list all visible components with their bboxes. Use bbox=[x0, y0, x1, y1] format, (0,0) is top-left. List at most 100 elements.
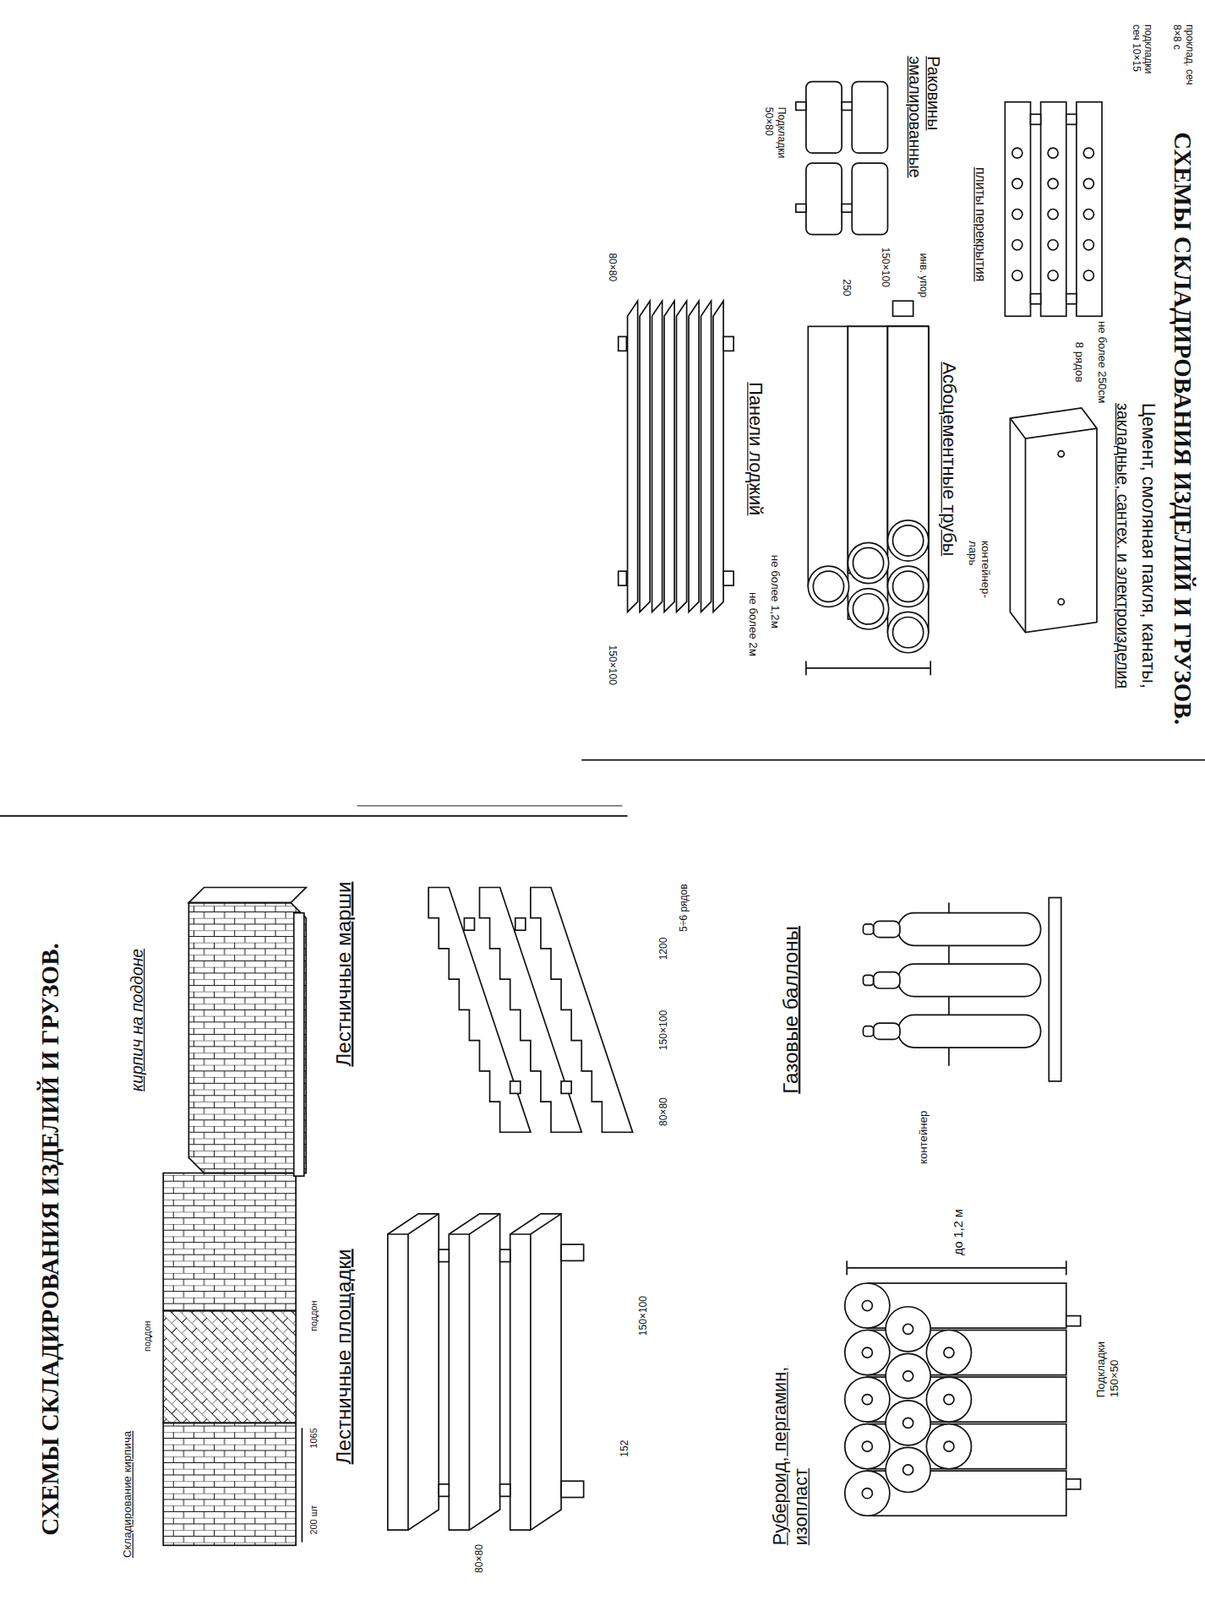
roll-stack bbox=[903, 1324, 914, 1335]
page-divider bbox=[581, 759, 1205, 762]
roll-stack bbox=[885, 1447, 931, 1493]
floor-slab bbox=[1012, 178, 1023, 189]
floor-slab bbox=[1076, 102, 1102, 317]
sink-stack bbox=[796, 203, 807, 213]
sink-stack bbox=[841, 203, 852, 213]
brick-stack bbox=[163, 1423, 296, 1546]
stair-landing bbox=[510, 1214, 562, 1531]
pipe-stack bbox=[806, 300, 931, 676]
brick-pallet bbox=[188, 903, 306, 1174]
sink-stack bbox=[841, 102, 852, 111]
roll-stack bbox=[845, 1424, 890, 1470]
stair-landing bbox=[500, 1484, 511, 1497]
pipe-stack bbox=[847, 326, 889, 573]
roll-stack bbox=[885, 1307, 931, 1353]
roll-stack bbox=[861, 1300, 873, 1311]
roll-stack bbox=[845, 1283, 890, 1329]
floor-slab bbox=[1083, 147, 1094, 159]
roll-stack bbox=[845, 1260, 1081, 1516]
floor-slab bbox=[1004, 102, 1031, 317]
section-heading: закладные, сантех. и электроизделия bbox=[1112, 403, 1132, 689]
brick-stack bbox=[163, 1173, 296, 1312]
loggia-panel bbox=[723, 571, 734, 586]
stair-flight bbox=[561, 1081, 572, 1094]
dimension-label: 8 рядов bbox=[1073, 342, 1086, 383]
roll-stack bbox=[1066, 1479, 1081, 1490]
dimension-label: не более 2м bbox=[746, 592, 759, 657]
page-divider bbox=[0, 760, 1205, 817]
sink-stack bbox=[806, 163, 842, 235]
pipe-stack bbox=[812, 571, 844, 602]
gas-cylinder bbox=[873, 972, 900, 989]
stair-landing bbox=[500, 1249, 511, 1262]
section-heading: Раковины эмалированные bbox=[905, 55, 943, 230]
pipe-stack bbox=[887, 326, 928, 587]
gas-cylinder bbox=[898, 964, 1042, 998]
loggia-panel bbox=[618, 571, 628, 586]
stair-landing bbox=[448, 1214, 500, 1531]
stair-flight bbox=[530, 887, 633, 1133]
stair-landing bbox=[510, 1214, 562, 1531]
roll-stack bbox=[845, 1377, 890, 1423]
sink-stack bbox=[851, 81, 888, 154]
dimension-label: 1200 bbox=[657, 937, 670, 960]
loggia-panel bbox=[627, 300, 638, 612]
dimension-label: 150×100 bbox=[637, 1296, 649, 1336]
sink-stack bbox=[851, 163, 888, 235]
dimension-label: 5÷6 рядов bbox=[677, 883, 690, 933]
floor-slab bbox=[1004, 102, 1102, 317]
pipe-stack bbox=[807, 566, 849, 607]
stair-landing bbox=[561, 1244, 584, 1261]
roll-stack bbox=[903, 1417, 914, 1429]
sink-stack bbox=[806, 81, 842, 154]
pipe-stack bbox=[805, 660, 807, 676]
stair-landing bbox=[448, 1214, 500, 1531]
roll-stack bbox=[861, 1488, 873, 1500]
dimension-label: 80×80 bbox=[474, 1544, 486, 1574]
section-heading: кирпич на поддоне bbox=[128, 948, 148, 1092]
part-label: Подкладки 50×80 bbox=[763, 107, 788, 180]
part-label: Подкладки 150×50 bbox=[1094, 1316, 1121, 1399]
roll-stack bbox=[943, 1441, 955, 1452]
pipe-stack bbox=[807, 326, 849, 587]
floor-slab bbox=[1083, 239, 1094, 251]
brick-stack bbox=[163, 1173, 302, 1547]
loggia-panel bbox=[618, 300, 734, 612]
roll-stack bbox=[1066, 1316, 1081, 1327]
roll-stack bbox=[926, 1330, 971, 1376]
roll-stack bbox=[926, 1424, 971, 1470]
stair-landing bbox=[387, 1214, 439, 1531]
gas-cylinder bbox=[863, 898, 1062, 1082]
pipe-stack bbox=[893, 300, 914, 317]
roll-stack bbox=[846, 1267, 1067, 1270]
roll-stack bbox=[1065, 1260, 1068, 1276]
section-heading: Панели лоджий bbox=[744, 381, 766, 516]
brick-stack bbox=[163, 1311, 296, 1424]
pipe-stack bbox=[852, 594, 884, 625]
part-label: инв. упор bbox=[917, 253, 930, 299]
section-heading: Цемент, смоляная пакля, канаты, bbox=[1137, 403, 1159, 689]
pipe-stack bbox=[887, 520, 928, 562]
loggia-panel bbox=[676, 300, 688, 612]
pipe-stack bbox=[887, 326, 928, 541]
section-heading: Лестничные площадки bbox=[332, 1248, 356, 1465]
roll-stack bbox=[903, 1371, 914, 1382]
pipe-stack bbox=[847, 542, 889, 584]
pipe-stack bbox=[847, 588, 889, 630]
gas-cylinder bbox=[1048, 898, 1061, 1082]
roll-stack bbox=[861, 1347, 873, 1358]
section-heading: Асбоцементные трубы bbox=[937, 361, 960, 557]
dimension-label: до 1,2 м bbox=[952, 1209, 967, 1256]
pipe-stack bbox=[806, 667, 931, 670]
loggia-panel bbox=[639, 300, 650, 612]
sink-stack bbox=[796, 102, 807, 111]
section-heading: Газовые баллоны bbox=[779, 926, 803, 1095]
dimension-label: 150×100 bbox=[606, 645, 619, 686]
page-title: СХЕМЫ СКЛАДИРОВАНИЯ ИЗДЕЛИЙ И ГРУЗОВ. bbox=[37, 943, 66, 1537]
roll-stack bbox=[885, 1353, 931, 1399]
dimension-label: 80×80 bbox=[606, 252, 619, 282]
dimension-label: 150×100 bbox=[657, 1010, 670, 1051]
floor-slab bbox=[1012, 270, 1023, 281]
